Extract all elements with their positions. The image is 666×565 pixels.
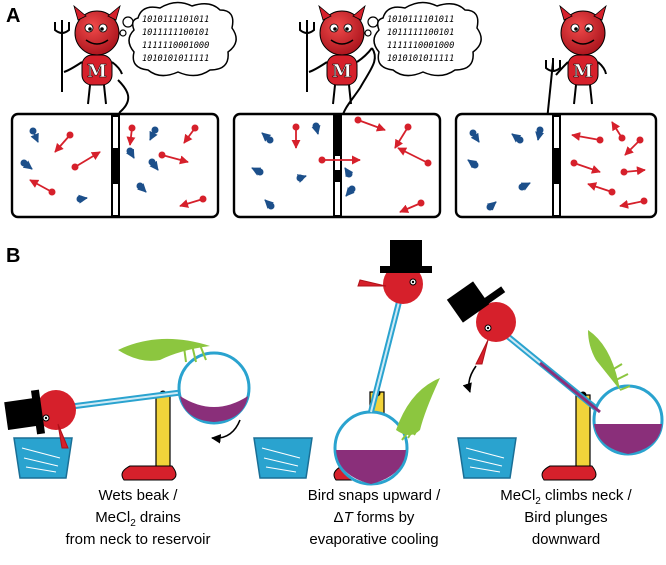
caption-1-line-1: Wets beak / — [99, 487, 179, 504]
caption-run: drains — [136, 509, 181, 526]
thought-bubble-1: 1010111101011 1011111100101 111111000100… — [119, 1, 237, 77]
caption-run: T — [344, 509, 355, 526]
partition-3 — [552, 115, 561, 217]
demon-3: M — [544, 4, 607, 141]
caption-2-line-2: ΔT forms by — [334, 509, 415, 526]
caption-run: downward — [532, 531, 600, 548]
panel-a-label: A — [6, 5, 20, 27]
drinking-bird-stage-3 — [446, 281, 664, 481]
water-cup-1 — [13, 437, 73, 479]
caption-run: Bird plunges — [524, 509, 607, 526]
svg-text:M: M — [87, 61, 107, 82]
caption-3-line-3: downward — [532, 531, 600, 548]
caption-run: Wets beak / — [99, 487, 179, 504]
caption-run: 2 — [130, 518, 136, 529]
bits-line-2: 1011111100101 — [142, 28, 209, 38]
bits-line-3: 1111110001000 — [387, 41, 454, 51]
caption-run: climbs neck / — [541, 487, 633, 504]
caption-run: MeCl — [500, 487, 535, 504]
molecules-3 — [467, 121, 648, 211]
molecules-2 — [251, 116, 432, 213]
bits-line-4: 1010101011111 — [142, 54, 209, 64]
svg-text:M: M — [573, 61, 593, 82]
caption-run: 2 — [535, 496, 541, 507]
caption-run: Bird snaps upward / — [308, 487, 441, 504]
drinking-bird-stage-2 — [253, 240, 440, 486]
caption-2-line-3: evaporative cooling — [309, 531, 438, 548]
caption-3-line-2: Bird plunges — [524, 509, 607, 526]
molecules-1 — [20, 124, 207, 208]
demon-2: M — [299, 4, 376, 119]
bits-line-1: 1010111101011 — [387, 15, 454, 25]
bits-line-2: 1011111100101 — [387, 28, 454, 38]
drinking-bird-stage-1 — [4, 338, 251, 481]
caption-1-line-2: MeCl2 drains — [95, 509, 181, 529]
caption-3-line-1: MeCl2 climbs neck / — [500, 487, 632, 507]
caption-1-line-3: from neck to reservoir — [65, 531, 210, 548]
caption-run: Δ — [334, 509, 344, 526]
bits-line-4: 1010101011111 — [387, 54, 454, 64]
caption-run: MeCl — [95, 509, 130, 526]
caption-2-line-1: Bird snaps upward / — [308, 487, 441, 504]
panel-b-label: B — [6, 245, 20, 267]
caption-run: forms by — [353, 509, 415, 526]
demon-1: M — [54, 4, 130, 119]
water-cup-2 — [253, 437, 313, 479]
water-cup-3 — [457, 437, 517, 479]
svg-text:M: M — [332, 61, 352, 82]
bits-line-3: 1111110001000 — [142, 41, 209, 51]
thought-bubble-2: 1010111101011 1011111100101 111111000100… — [364, 1, 482, 77]
caption-run: from neck to reservoir — [65, 531, 210, 548]
partition-1 — [111, 115, 120, 217]
bits-line-1: 1010111101011 — [142, 15, 209, 25]
partition-2 — [333, 115, 342, 217]
caption-run: evaporative cooling — [309, 531, 438, 548]
